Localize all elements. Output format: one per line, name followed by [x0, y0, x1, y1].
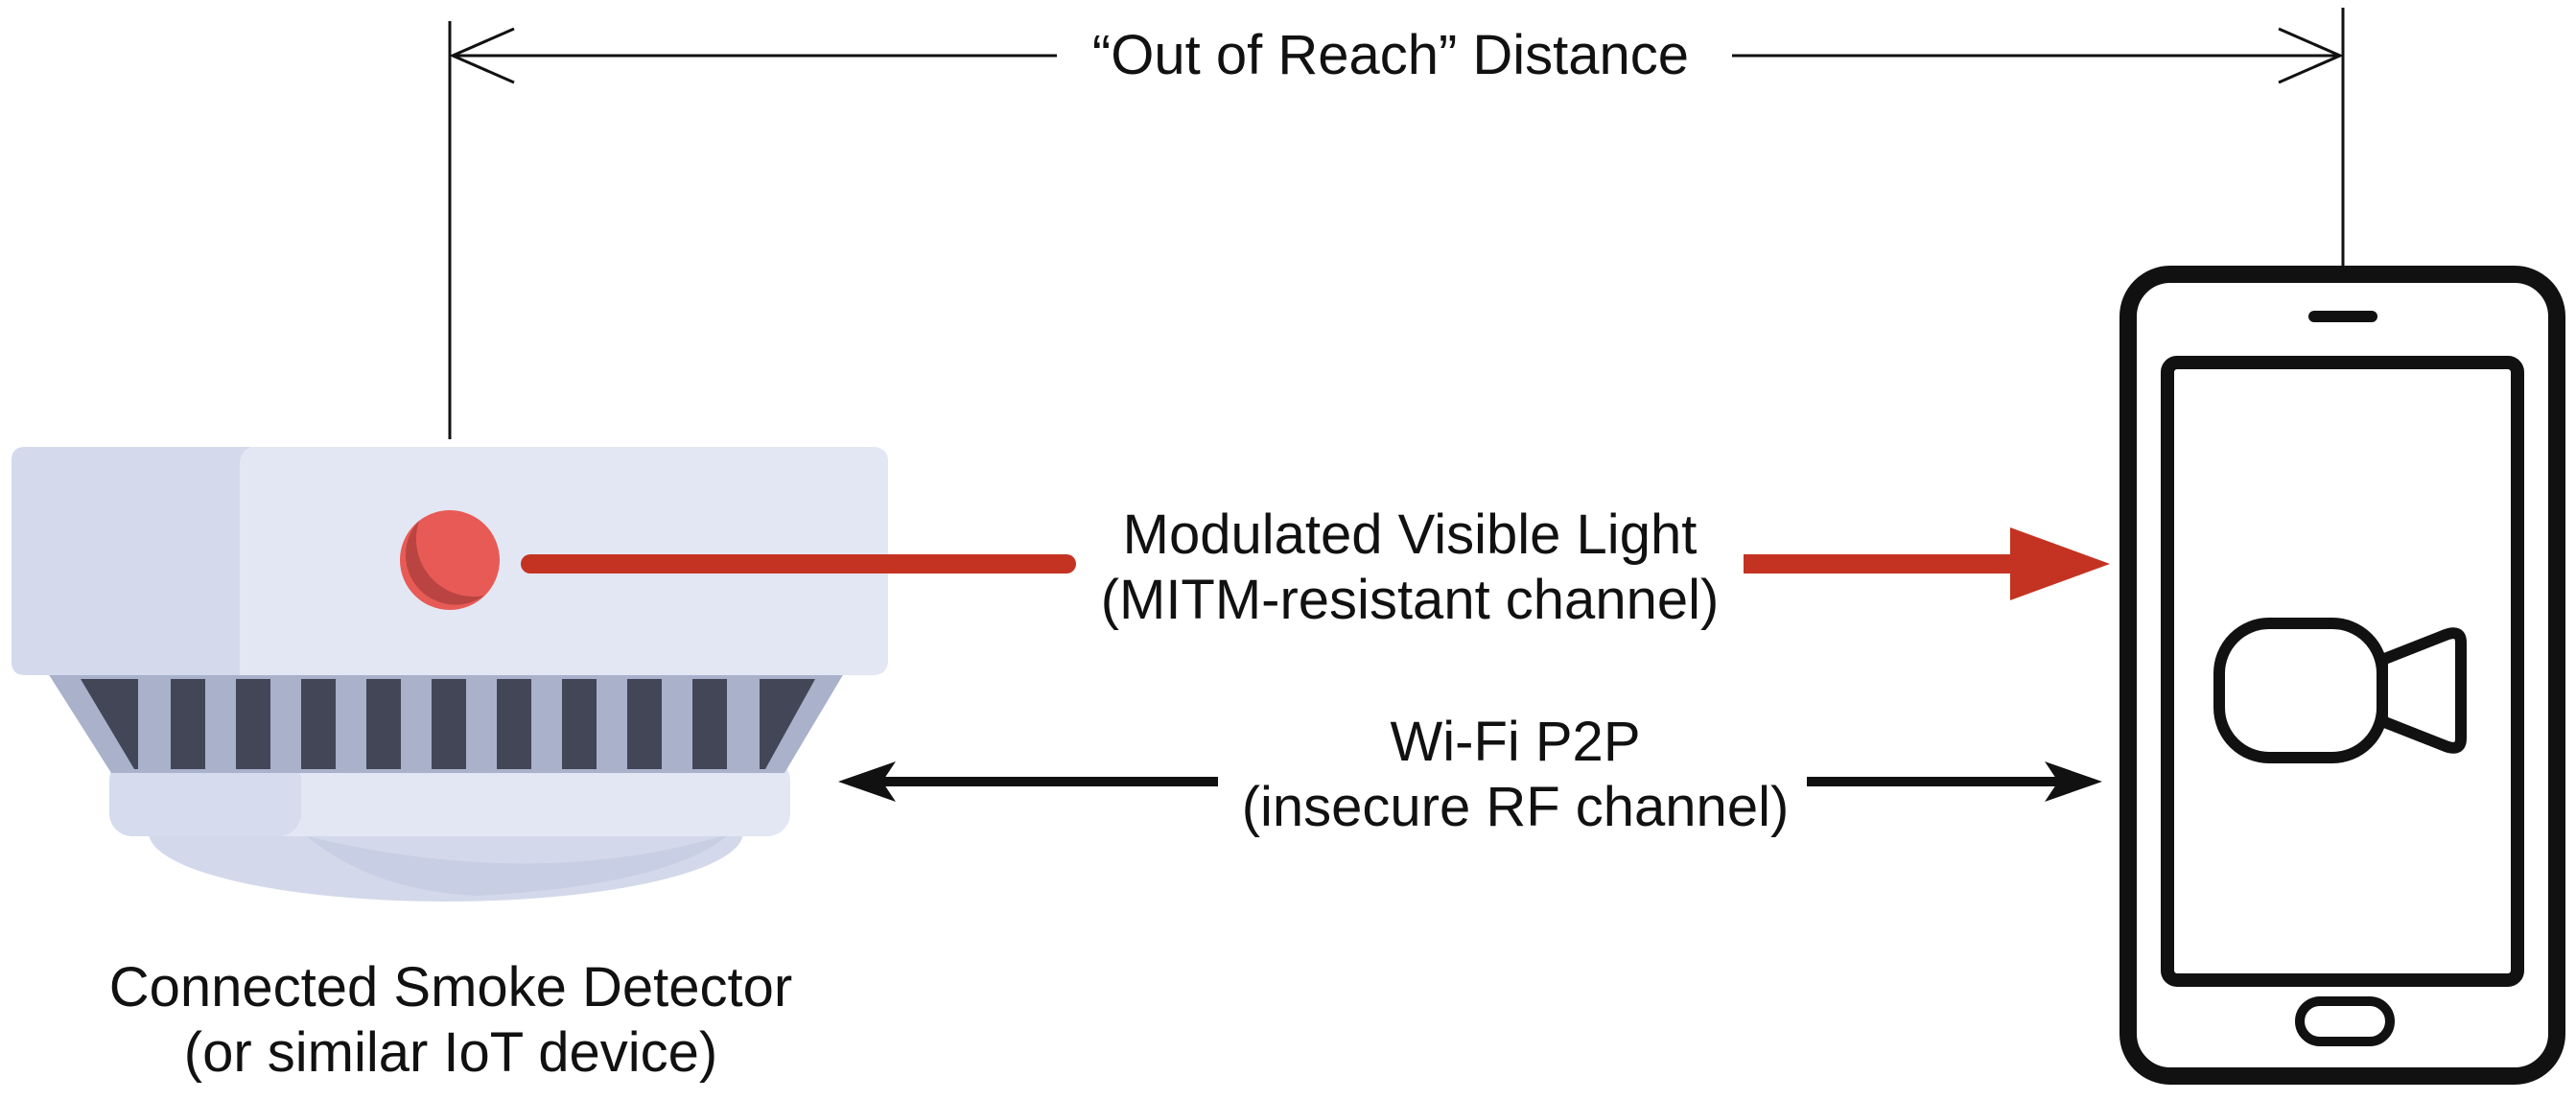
wifi-channel-label: Wi-Fi P2P (insecure RF channel): [1208, 710, 1822, 840]
light-channel-subtitle: (MITM-resistant channel): [1100, 569, 1720, 631]
vent-slot: [301, 679, 336, 769]
distance-dimension: [448, 8, 2345, 439]
smoke-detector-icon: [12, 447, 888, 901]
detector-lower-rim-shade: [109, 758, 301, 836]
light-channel-arrow: [521, 527, 2110, 600]
vent-slot: [562, 679, 597, 769]
phone-home-button: [2295, 996, 2395, 1046]
device-title: Connected Smoke Detector: [108, 956, 793, 1018]
detector-dome-highlight: [307, 834, 729, 896]
vent-slot: [692, 679, 727, 769]
wifi-arrowhead-right: [2045, 761, 2102, 802]
video-camera-icon: [2213, 618, 2467, 763]
vent-slot: [236, 679, 270, 769]
distance-arrowhead-right: [2278, 27, 2344, 84]
detector-led-shade: [405, 521, 484, 605]
smartphone-icon: [2119, 266, 2565, 1085]
phone-frame: [2119, 266, 2565, 1085]
device-label: Connected Smoke Detector (or similar IoT…: [38, 955, 863, 1086]
vent-slot: [81, 679, 138, 769]
distance-label: “Out of Reach” Distance: [1055, 23, 1726, 88]
wifi-channel-arrow: [838, 761, 2102, 802]
vent-slot: [497, 679, 531, 769]
vent-slot: [432, 679, 466, 769]
distance-arrowhead-left: [449, 27, 515, 84]
phone-earpiece: [2308, 311, 2377, 322]
camera-body: [2213, 618, 2388, 763]
wifi-channel-subtitle: (insecure RF channel): [1241, 776, 1790, 838]
vent-slot: [366, 679, 401, 769]
light-channel-label: Modulated Visible Light (MITM-resistant …: [1050, 503, 1769, 633]
wifi-arrowhead-left: [838, 761, 896, 802]
light-arrowhead: [2010, 527, 2110, 600]
camera-lens: [2377, 627, 2467, 754]
vent-slot: [171, 679, 205, 769]
distance-label-text: “Out of Reach” Distance: [1091, 24, 1690, 86]
device-subtitle: (or similar IoT device): [183, 1021, 718, 1084]
wifi-channel-title: Wi-Fi P2P: [1390, 711, 1641, 773]
detector-vent-slots: [81, 679, 815, 769]
light-channel-title: Modulated Visible Light: [1122, 503, 1698, 566]
vent-slot: [627, 679, 662, 769]
phone-screen: [2161, 356, 2524, 987]
vent-slot: [760, 679, 815, 769]
detector-body-shade: [12, 447, 251, 675]
